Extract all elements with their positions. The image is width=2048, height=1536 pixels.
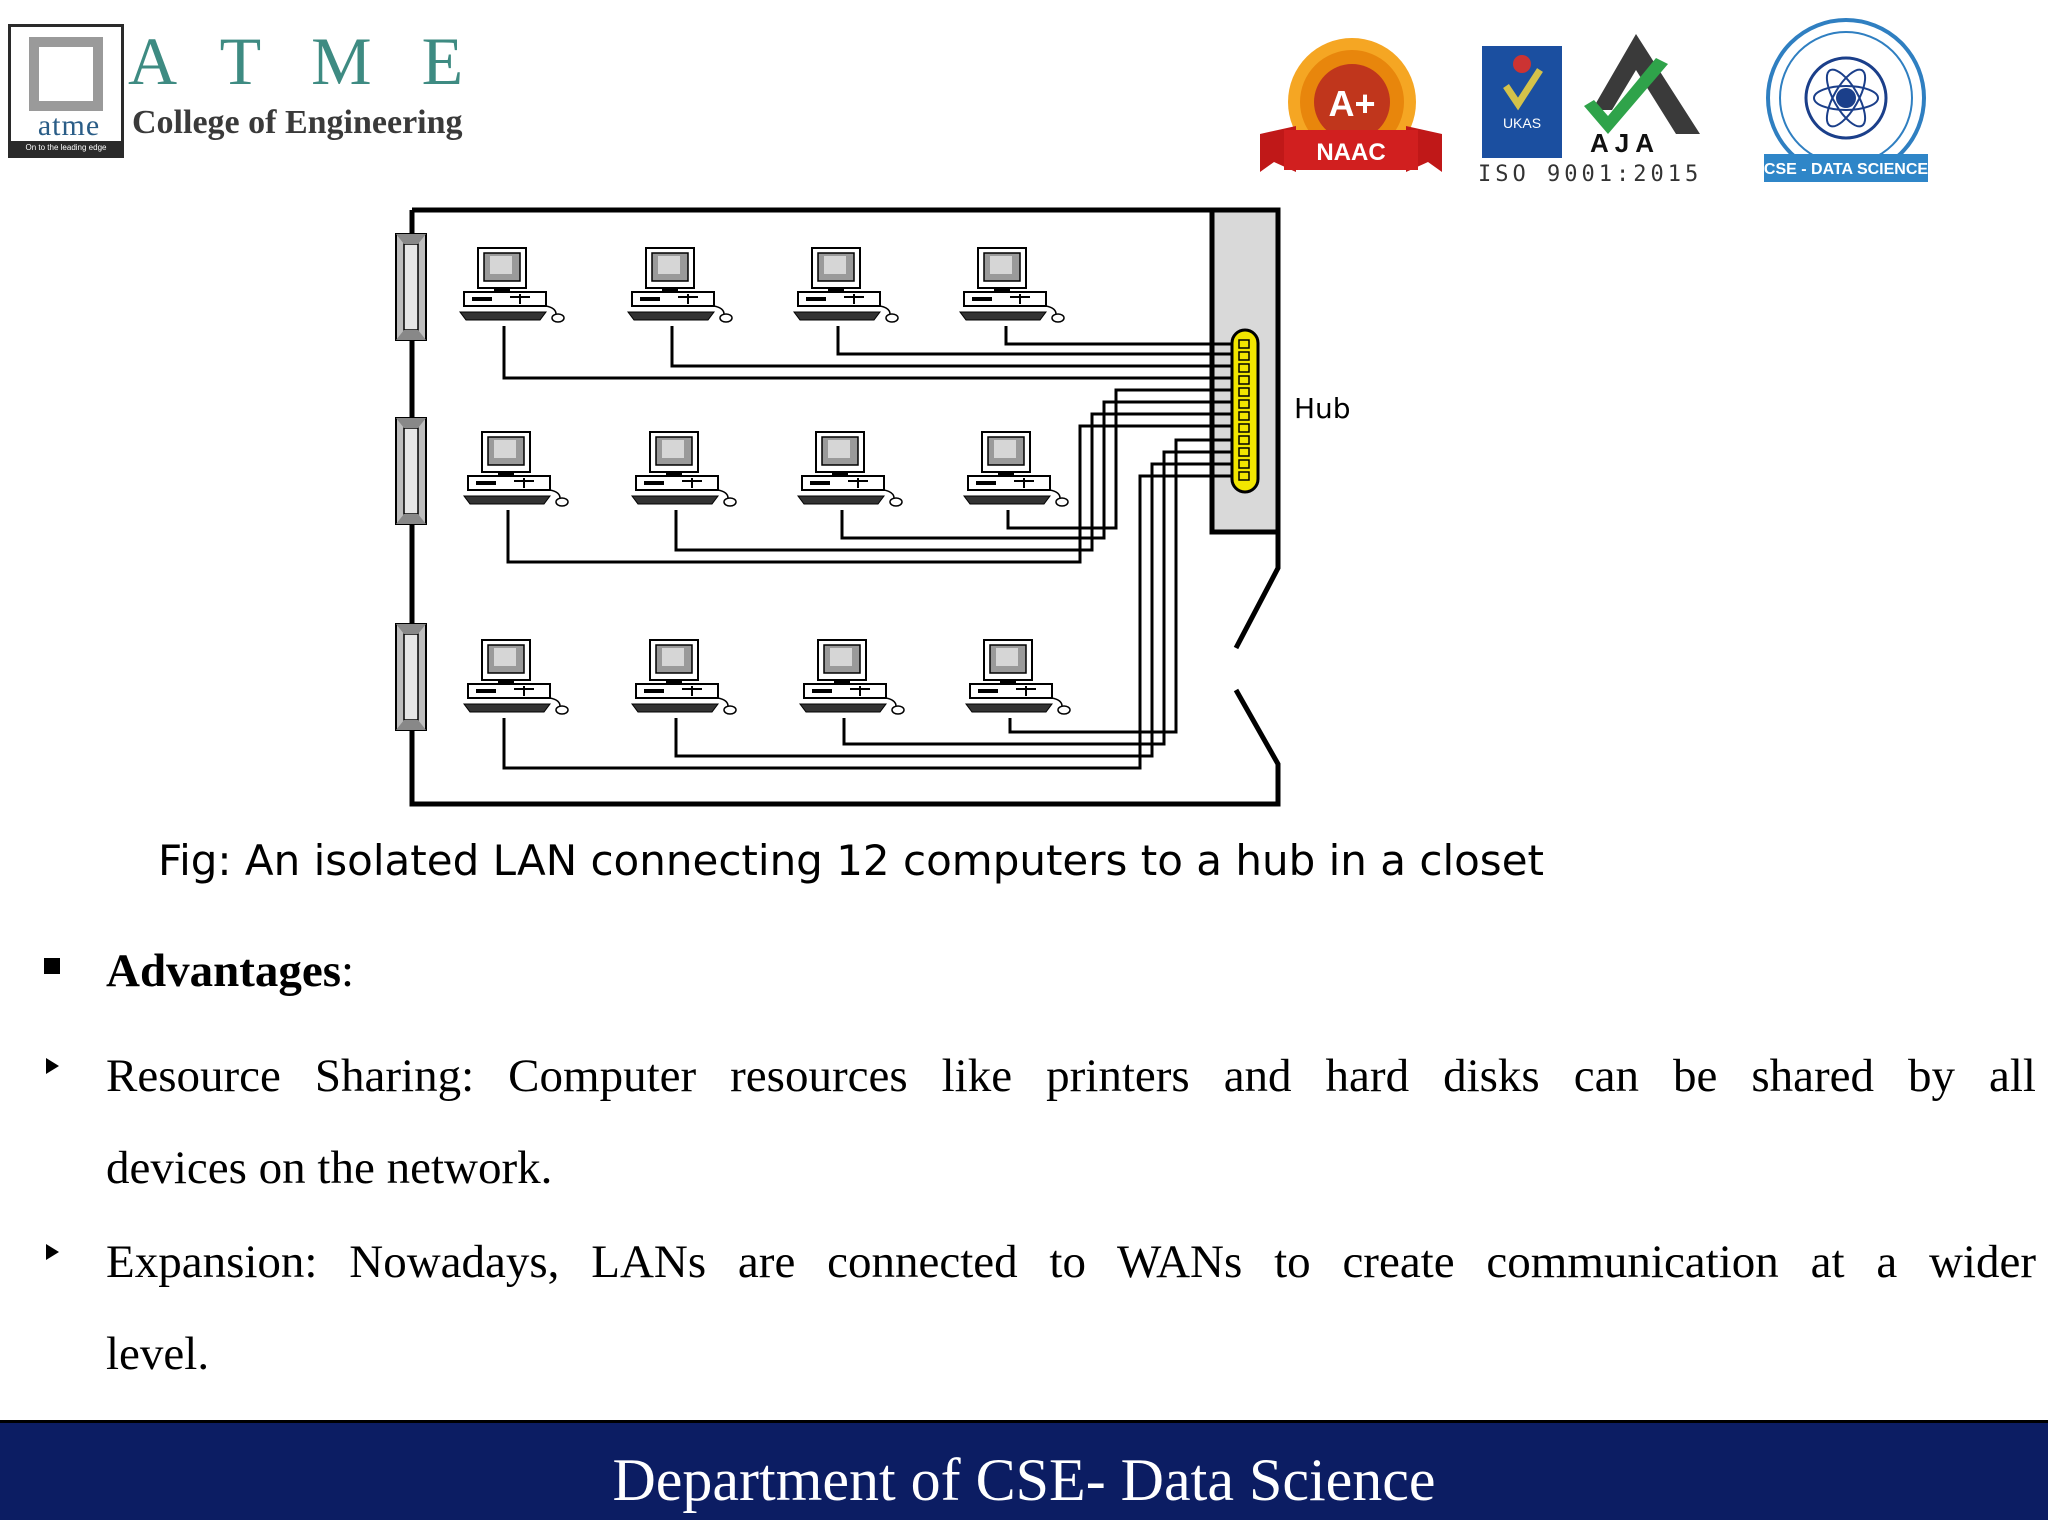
ukas-label: UKAS xyxy=(1503,115,1541,131)
triangle-bullet-icon xyxy=(46,1244,59,1260)
dept-seal-label: CSE - DATA SCIENCE xyxy=(1764,161,1928,178)
logo-word: atme xyxy=(37,109,101,142)
naac-grade: A+ xyxy=(1328,83,1375,124)
college-logo: atme On to the leading edge xyxy=(8,24,124,158)
hub-ports xyxy=(1238,339,1250,481)
college-name: College of Engineering xyxy=(132,104,463,141)
advantages-heading-text: Advantages xyxy=(106,945,342,997)
advantage-2-line-1: Expansion: Nowadays, LANs are connected … xyxy=(106,1236,2036,1288)
cables-row-1 xyxy=(502,326,1240,380)
triangle-bullet-icon xyxy=(46,1058,59,1074)
naac-badge: A+ NAAC xyxy=(1260,38,1442,172)
logo-frame-icon xyxy=(29,37,103,111)
figure-caption: Fig: An isolated LAN connecting 12 compu… xyxy=(158,836,1544,885)
department-seal: CSE - DATA SCIENCE xyxy=(1764,18,1928,182)
naac-label: NAAC xyxy=(1316,139,1385,166)
advantage-1-line-2: devices on the network. xyxy=(106,1142,553,1194)
advantages-heading: Advantages: xyxy=(106,944,354,998)
iso-label: ISO 9001:2015 xyxy=(1478,162,1703,187)
logo-tagline: On to the leading edge xyxy=(11,141,121,155)
advantages-heading-colon: : xyxy=(341,945,355,997)
advantage-1-line-1: Resource Sharing: Computer resources lik… xyxy=(106,1050,2036,1102)
advantage-2-line-2: level. xyxy=(106,1328,210,1380)
aja-logo xyxy=(1584,34,1700,134)
footer-text: Department of CSE- Data Science xyxy=(612,1447,1436,1513)
lan-diagram xyxy=(395,207,1281,807)
square-bullet-icon xyxy=(44,958,60,974)
hub-label: Hub xyxy=(1294,392,1351,425)
cables-row-3 xyxy=(502,438,1240,770)
room-wall xyxy=(409,210,1281,807)
cables-row-2 xyxy=(506,388,1240,564)
college-letters: ATME xyxy=(128,23,514,99)
aja-label: AJA xyxy=(1590,128,1661,158)
ukas-badge: UKAS xyxy=(1482,46,1562,158)
footer-bar xyxy=(0,1420,2048,1520)
